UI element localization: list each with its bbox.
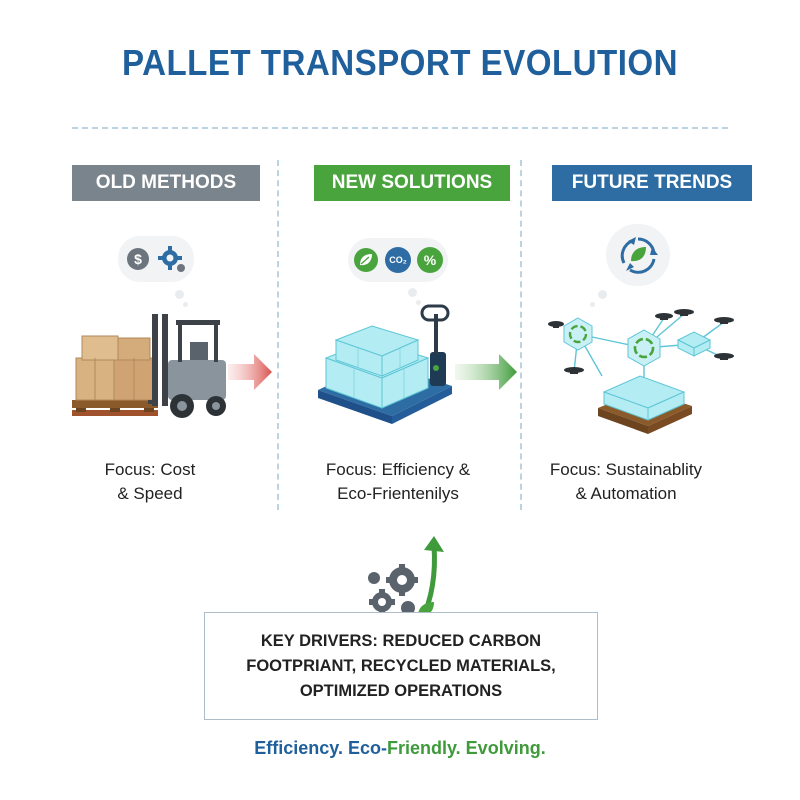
dollar-icon: $ — [127, 248, 149, 270]
column-divider-2 — [520, 160, 522, 510]
new-solutions-badge: NEW SOLUTIONS — [314, 165, 510, 201]
tagline-part-green: Friendly. Evolving. — [387, 738, 546, 758]
co2-icon: CO₂ — [385, 247, 411, 273]
focus-line: & Speed — [117, 484, 183, 503]
old-methods-badge: OLD METHODS — [72, 165, 260, 201]
automated-network-illustration — [548, 309, 734, 434]
bubble-tail-dot — [183, 302, 188, 307]
bubble-tail-dot — [598, 290, 607, 299]
new-solutions-focus: Focus: Efficiency & Eco-Frientenilys — [288, 458, 508, 506]
tagline-part-blue: Efficiency. Eco- — [254, 738, 387, 758]
bubble-tail-dot — [175, 290, 184, 299]
top-divider — [72, 127, 728, 129]
forklift-with-boxes-illustration — [72, 314, 226, 418]
key-drivers-line: OPTIMIZED OPERATIONS — [299, 681, 503, 700]
pallet-jack-with-crates-illustration — [318, 304, 452, 424]
focus-line: Focus: Cost — [104, 460, 196, 479]
new-solutions-bubble: CO₂ % — [348, 238, 448, 282]
percent-icon: % — [417, 247, 443, 273]
svg-text:$: $ — [134, 251, 142, 267]
key-drivers-box: KEY DRIVERS: REDUCED CARBON FOOTPRIANT, … — [204, 612, 598, 720]
future-trends-focus: Focus: Sustainablity & Automation — [516, 458, 736, 506]
tagline: Efficiency. Eco-Friendly. Evolving. — [0, 738, 800, 759]
bubble-tail-dot — [408, 288, 417, 297]
bubble-tail-dot — [590, 302, 595, 307]
old-methods-focus: Focus: Cost & Speed — [40, 458, 260, 506]
future-trends-badge: FUTURE TRENDS — [552, 165, 752, 201]
focus-line: Focus: Efficiency & — [325, 460, 471, 479]
leaf-icon — [354, 248, 378, 272]
focus-line: Eco-Frientenilys — [337, 484, 459, 503]
column-divider-1 — [277, 160, 279, 510]
future-trends-bubble — [606, 224, 670, 286]
page-title: PALLET TRANSPORT EVOLUTION — [122, 42, 678, 83]
key-drivers-line: FOOTPRIANT, RECYCLED MATERIALS, — [246, 656, 556, 675]
bubble-tail-dot — [416, 300, 421, 305]
transition-arrow-green — [455, 354, 517, 390]
transition-arrow-red — [228, 354, 272, 390]
gear-icon — [158, 246, 185, 272]
focus-line: & Automation — [575, 484, 677, 503]
old-methods-bubble: $ — [118, 236, 194, 282]
focus-line: Focus: Sustainablity — [549, 460, 703, 479]
key-drivers-line: KEY DRIVERS: REDUCED CARBON — [260, 631, 542, 650]
recycle-leaf-icon — [620, 237, 658, 274]
